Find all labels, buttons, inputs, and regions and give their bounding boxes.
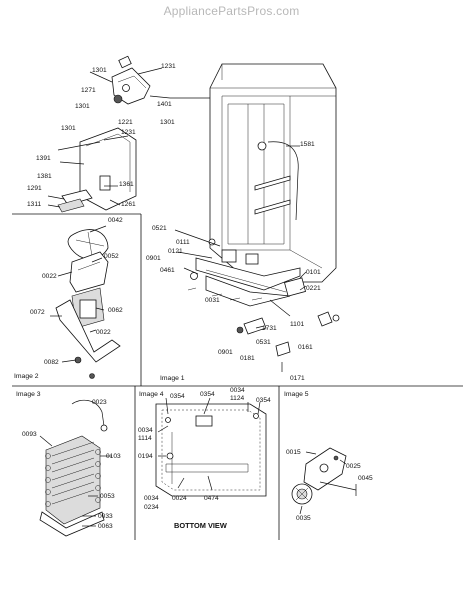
part-label: 0034	[138, 427, 153, 434]
part-label: 1381	[37, 173, 52, 180]
part-label: 0194	[138, 453, 153, 460]
bottom-view-drawing	[155, 397, 267, 497]
part-label: 1361	[119, 181, 134, 188]
part-label: 1301	[75, 103, 90, 110]
part-label: 0221	[306, 285, 321, 292]
part-label: 1221	[118, 119, 133, 126]
part-label: 0101	[306, 269, 321, 276]
timer-drawing	[291, 447, 357, 515]
panel-title-image4: Image 4	[139, 391, 164, 398]
part-label: 0022	[42, 273, 57, 280]
part-label: 1291	[27, 185, 42, 192]
part-label: 0354	[200, 391, 215, 398]
part-label: 1391	[36, 155, 51, 162]
part-label: 1401	[157, 101, 172, 108]
part-label: 0031	[205, 297, 220, 304]
part-label: 1101	[290, 321, 305, 328]
part-label: 1301	[61, 125, 76, 132]
part-label: 0052	[104, 253, 119, 260]
part-label: 0035	[296, 515, 311, 522]
part-label: 1114	[138, 435, 152, 442]
watermark: AppliancePartsPros.com	[163, 4, 300, 18]
part-label: 1311	[27, 201, 42, 208]
part-label: 0034	[144, 495, 159, 502]
part-label: 0901	[218, 349, 233, 356]
part-label: 0082	[44, 359, 59, 366]
part-label: 1731	[262, 325, 277, 332]
part-label: 0121	[168, 248, 183, 255]
evaporator-drawing	[39, 399, 112, 537]
cabinet-drawing	[170, 63, 340, 372]
damper-bracket-assembly	[47, 55, 171, 213]
part-label: 0034	[230, 387, 245, 394]
part-label: 0901	[146, 255, 161, 262]
part-label: 0033	[98, 513, 113, 520]
part-label: 0461	[160, 267, 175, 274]
part-label: 0521	[152, 225, 167, 232]
part-label: 1301	[160, 119, 175, 126]
part-label: 0234	[144, 504, 159, 511]
part-label: 0474	[204, 495, 219, 502]
part-label: 1124	[230, 395, 245, 402]
part-label: 0053	[100, 493, 115, 500]
part-label: 0062	[108, 307, 123, 314]
part-label: 0531	[256, 339, 271, 346]
part-label: 0161	[298, 344, 313, 351]
part-label: 0354	[170, 393, 185, 400]
part-label: 0024	[172, 495, 187, 502]
panel-title-image1: Image 1	[160, 375, 185, 382]
part-label: 1231	[161, 63, 176, 70]
part-label: 0042	[108, 217, 123, 224]
bottom-view-caption: BOTTOM VIEW	[174, 521, 227, 530]
part-label: 0045	[358, 475, 373, 482]
part-label: 0023	[92, 399, 107, 406]
part-label: 0022	[96, 329, 111, 336]
part-label: 0063	[98, 523, 113, 530]
part-label: 0015	[286, 449, 301, 456]
part-label: 1261	[121, 201, 136, 208]
panel-title-image2: Image 2	[14, 373, 39, 380]
fan-motor-drawing	[50, 225, 121, 379]
panel-dividers	[12, 213, 463, 540]
part-label: 1271	[81, 87, 96, 94]
part-label: 0093	[22, 431, 37, 438]
part-label: 1301	[92, 67, 107, 74]
part-label: 0103	[106, 453, 121, 460]
part-label: 1231	[121, 129, 136, 136]
part-label: 0181	[240, 355, 255, 362]
part-label: 0354	[256, 397, 271, 404]
panel-title-image5: Image 5	[284, 391, 309, 398]
part-label: 0025	[346, 463, 361, 470]
part-label: 0072	[30, 309, 45, 316]
part-label: 0111	[176, 239, 190, 246]
panel-title-image3: Image 3	[16, 391, 41, 398]
part-label: 1581	[300, 141, 315, 148]
part-label: 0171	[290, 375, 305, 382]
part-number-labels: 1301 1231 1271 1401 1301 1221 1301 1301 …	[22, 63, 373, 530]
